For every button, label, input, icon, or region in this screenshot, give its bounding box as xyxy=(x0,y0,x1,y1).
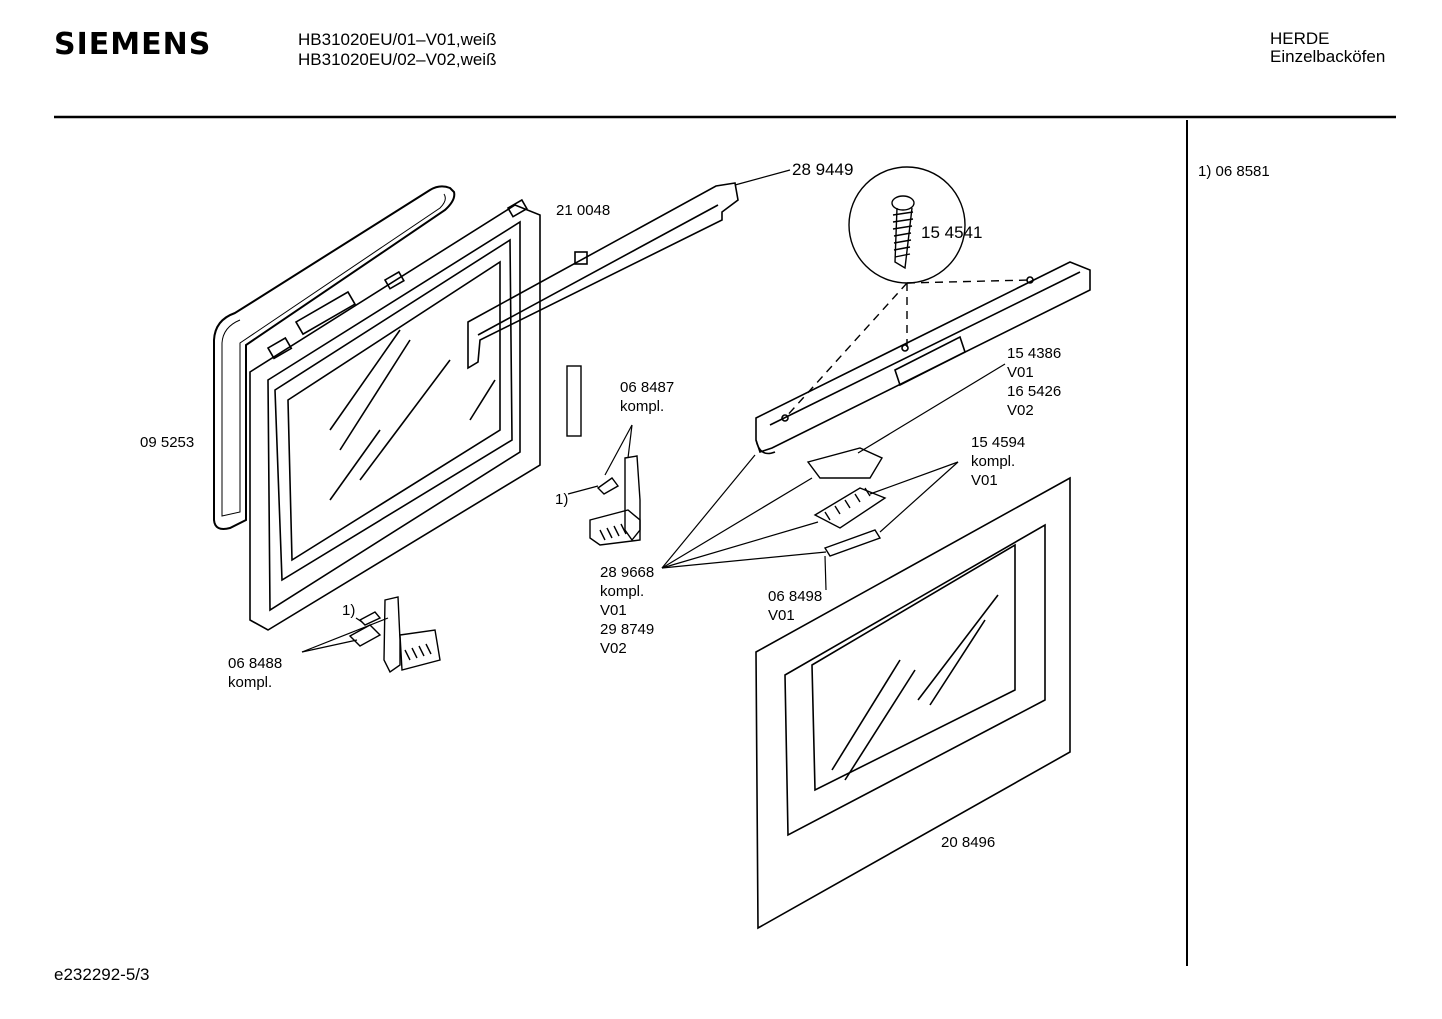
handle-bar-part xyxy=(755,261,1091,455)
top-rail-part xyxy=(467,182,739,370)
label-06-8498: 06 8498 V01 xyxy=(768,587,822,625)
part-note: V02 xyxy=(1007,402,1034,419)
clip-part xyxy=(566,365,582,437)
part-note: V01 xyxy=(971,472,998,489)
hinge-upper-part xyxy=(589,455,641,546)
brand-logo: SIEMENS xyxy=(54,27,212,62)
screw-leader-dashes xyxy=(784,279,1031,419)
inner-door-frame-part xyxy=(249,198,541,631)
part-number: 16 5426 xyxy=(1007,383,1062,400)
label-06-8488: 06 8488 kompl. xyxy=(228,654,282,692)
ref-marker-upper: 1) xyxy=(555,491,569,508)
label-28-9668: 28 9668 kompl. V01 29 8749 V02 xyxy=(600,563,654,658)
ref-marker-lower: 1) xyxy=(342,602,356,619)
part-number: 28 9668 xyxy=(600,564,655,581)
label-15-4386: 15 4386 V01 16 5426 V02 xyxy=(1007,344,1061,420)
part-note: V01 xyxy=(1007,364,1034,381)
part-note: kompl. xyxy=(228,674,273,691)
label-15-4541: 15 4541 xyxy=(921,223,983,242)
part-number: 15 4386 xyxy=(1007,345,1062,362)
part-note: V02 xyxy=(600,640,627,657)
part-number: 06 8488 xyxy=(228,655,283,672)
outer-door-part xyxy=(755,476,1071,930)
part-number: 06 8487 xyxy=(620,379,675,396)
part-number: 06 8498 xyxy=(768,588,823,605)
hinge-lower-part xyxy=(348,596,441,674)
document-code: e232292-5/3 xyxy=(54,965,150,984)
part-note: V01 xyxy=(600,602,627,619)
part-note: kompl. xyxy=(600,583,645,600)
label-20-8496: 20 8496 xyxy=(941,834,996,851)
model-1: HB31020EU/01–V01,weiß xyxy=(298,30,497,49)
model-2: HB31020EU/02–V02,weiß xyxy=(298,50,497,69)
label-28-9449: 28 9449 xyxy=(792,160,854,179)
side-note: 1) 06 8581 xyxy=(1198,163,1270,180)
model-list: HB31020EU/01–V01,weiß HB31020EU/02–V02,w… xyxy=(298,30,496,70)
label-15-4594: 15 4594 kompl. V01 xyxy=(971,433,1025,490)
category: HERDE Einzelbacköfen xyxy=(1270,30,1385,66)
label-09-5253: 09 5253 xyxy=(140,434,195,451)
label-06-8487: 06 8487 kompl. xyxy=(620,378,674,416)
part-number: 29 8749 xyxy=(600,621,655,638)
category-sub: Einzelbacköfen xyxy=(1270,47,1386,66)
leader-lines xyxy=(301,169,1006,653)
part-note: kompl. xyxy=(971,453,1016,470)
handle-cap-part xyxy=(806,447,887,557)
category-main: HERDE xyxy=(1270,29,1330,48)
part-note: kompl. xyxy=(620,398,665,415)
door-seal-part xyxy=(213,185,456,530)
label-21-0048: 21 0048 xyxy=(556,202,611,219)
part-number: 15 4594 xyxy=(971,434,1026,451)
part-note: V01 xyxy=(768,607,795,624)
